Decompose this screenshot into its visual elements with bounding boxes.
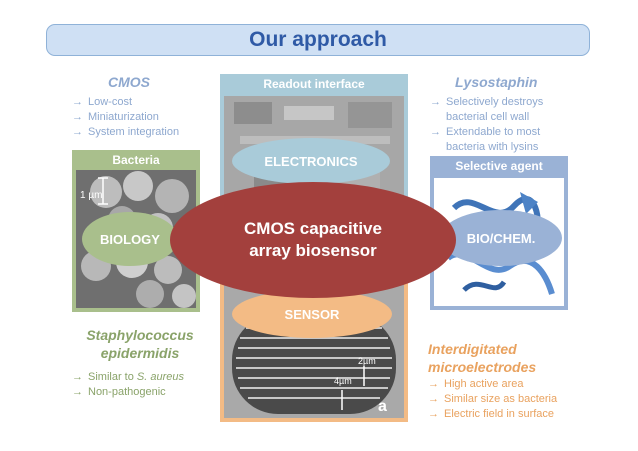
biochem-ellipse: BIO/CHEM. — [440, 210, 562, 266]
lysostaphin-bullet: Selectively destroys bacterial cell wall — [430, 95, 580, 125]
electrodes-heading: Interdigitated microelectrodes — [428, 341, 537, 375]
panel-letter-label: a — [378, 398, 387, 415]
center-label-line: CMOS capacitive — [244, 219, 382, 238]
cmos-bullet-list: Low-cost Miniaturization System integrat… — [72, 95, 212, 140]
sensor-scale-label: 4µm — [334, 376, 352, 386]
electrodes-bullet-list: High active area Similar size as bacteri… — [428, 377, 588, 422]
readout-panel-title: Readout interface — [263, 77, 365, 91]
staph-bullet: Non-pathogenic — [72, 385, 222, 400]
cmos-heading: CMOS — [108, 74, 150, 90]
lysostaphin-bullet-list: Selectively destroys bacterial cell wall… — [430, 95, 580, 155]
electrodes-bullet: High active area — [428, 377, 588, 392]
lysostaphin-heading: Lysostaphin — [455, 74, 538, 90]
cmos-bullet: Low-cost — [72, 95, 212, 110]
title-banner: Our approach — [46, 24, 590, 56]
cmos-bullet: Miniaturization — [72, 110, 212, 125]
selective-agent-panel-title: Selective agent — [455, 159, 543, 173]
cmos-bullet: System integration — [72, 125, 212, 140]
biology-ellipse: BIOLOGY — [82, 212, 178, 266]
cmos-biosensor-ellipse: CMOS capacitive array biosensor — [170, 182, 456, 298]
staph-bullet-list: Similar to S. aureus Non-pathogenic — [72, 370, 222, 400]
staph-bullet: Similar to S. aureus — [72, 370, 222, 385]
lysostaphin-bullet: Extendable to most bacteria with lysins — [430, 125, 580, 155]
center-label-line: array biosensor — [249, 241, 377, 260]
sensor-scale-label: 2µm — [358, 356, 376, 366]
staph-heading: Staphylococcus epidermidis — [86, 327, 194, 361]
electrodes-bullet: Similar size as bacteria — [428, 392, 588, 407]
page-title: Our approach — [249, 28, 387, 51]
bacteria-scale-label: 1 µm — [80, 190, 103, 201]
sensor-ellipse: SENSOR — [232, 290, 392, 338]
electrodes-bullet: Electric field in surface — [428, 407, 588, 422]
bacteria-panel-title: Bacteria — [112, 153, 160, 167]
electronics-ellipse: ELECTRONICS — [232, 138, 390, 184]
